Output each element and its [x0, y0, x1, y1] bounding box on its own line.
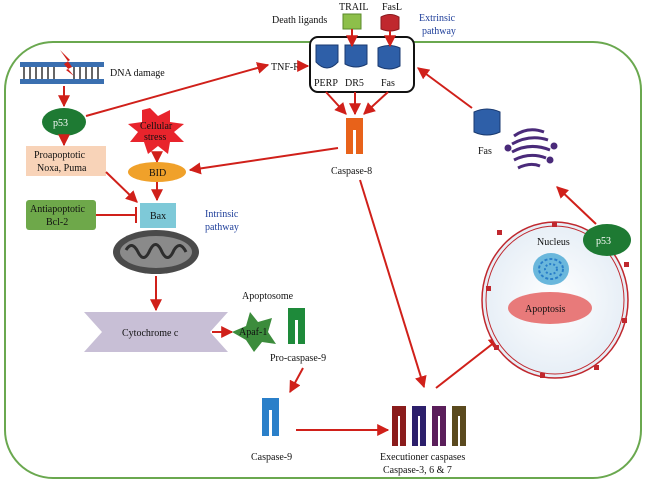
- dr5-receptor: [344, 44, 368, 68]
- fas-receptor: [377, 45, 401, 70]
- dr5-label: DR5: [345, 78, 364, 89]
- perp-receptor: [315, 44, 339, 69]
- extrinsic-pathway-label-1: Extrinsic: [419, 13, 456, 24]
- caspase8-shape: [346, 118, 363, 154]
- dna-double-helix: [20, 50, 104, 84]
- cytochrome-c-shape: [84, 312, 228, 352]
- bax-label: Bax: [150, 211, 166, 222]
- proapoptotic-box: [26, 146, 106, 176]
- cytochrome-c-label: Cytochrome c: [122, 328, 179, 339]
- arrow-p53-golgi: [556, 186, 597, 225]
- arrow-casp8-executioner: [359, 179, 427, 389]
- p53-right-label: p53: [596, 236, 611, 247]
- arrow-executioner-nucleus: [435, 337, 501, 389]
- bid-label: BID: [149, 168, 166, 179]
- extrinsic-pathway-label-2: pathway: [422, 26, 456, 37]
- bax-box: [140, 203, 176, 228]
- cellular-stress-label-1: Cellular: [140, 121, 173, 132]
- antiapoptotic-label-2: Bcl-2: [46, 217, 68, 228]
- fasl-label: FasL: [382, 2, 402, 13]
- fasl-ligand: [380, 14, 400, 32]
- apoptosome-label: Apoptosome: [242, 291, 294, 302]
- caspase9-label: Caspase-9: [251, 452, 292, 463]
- trail-label: TRAIL: [339, 2, 368, 13]
- intrinsic-pathway-label-2: pathway: [205, 222, 239, 233]
- arrow-fas-receptorbox: [417, 67, 473, 109]
- fas-right-label: Fas: [478, 146, 492, 157]
- arrow-proapoptotic-bax: [105, 171, 138, 203]
- perp-label: PERP: [314, 78, 338, 89]
- executioner-caspases-shape: [392, 406, 466, 446]
- proapoptotic-label-2: Noxa, Puma: [37, 163, 87, 174]
- nucleus-label: Nucleus: [537, 237, 570, 248]
- cellular-stress-burst: [128, 108, 184, 154]
- cellular-stress-label-2: stress: [144, 132, 166, 143]
- apoptosis-node: [508, 292, 592, 324]
- pro-caspase9-shape: [288, 308, 305, 344]
- arrow-procasp9-casp9: [289, 367, 304, 394]
- caspase9-shape: [262, 398, 279, 436]
- dna-damage-label: DNA damage: [110, 68, 165, 79]
- p53-left-node: [42, 108, 86, 136]
- apoptosis-label: Apoptosis: [525, 304, 566, 315]
- executioner-label-1: Executioner caspases: [380, 452, 465, 463]
- executioner-label-2: Caspase-3, 6 & 7: [383, 465, 452, 476]
- fas-receptor-label: Fas: [381, 78, 395, 89]
- mitochondrion: [113, 230, 199, 274]
- golgi-apparatus: [504, 128, 558, 170]
- tnf-r-label: TNF-R: [271, 62, 300, 73]
- arrow-perp-casp8: [325, 91, 347, 115]
- arrow-fas-casp8: [363, 91, 389, 115]
- arrow-p53-tnfr: [85, 62, 270, 117]
- antiapoptotic-box: [26, 200, 96, 230]
- nuclear-pores: [486, 222, 629, 378]
- p53-right-node: [583, 224, 631, 256]
- p53-left-label: p53: [53, 118, 68, 129]
- trail-ligand: [342, 13, 362, 30]
- pro-caspase9-label: Pro-caspase-9: [270, 353, 326, 364]
- proapoptotic-label-1: Proapoptotic: [34, 150, 86, 161]
- apaf1-shape: [232, 312, 276, 352]
- chromatin: [533, 253, 569, 285]
- apaf1-label: Apaf-1: [239, 327, 267, 338]
- intrinsic-pathway-label-1: Intrinsic: [205, 209, 239, 220]
- antiapoptotic-label-1: Antiapoptotic: [30, 204, 86, 215]
- death-ligands-label: Death ligands: [272, 15, 327, 26]
- fas-right-shape: [473, 108, 501, 136]
- caspase8-label: Caspase-8: [331, 166, 372, 177]
- arrow-casp8-bid: [188, 147, 339, 175]
- bid-node: [128, 162, 186, 182]
